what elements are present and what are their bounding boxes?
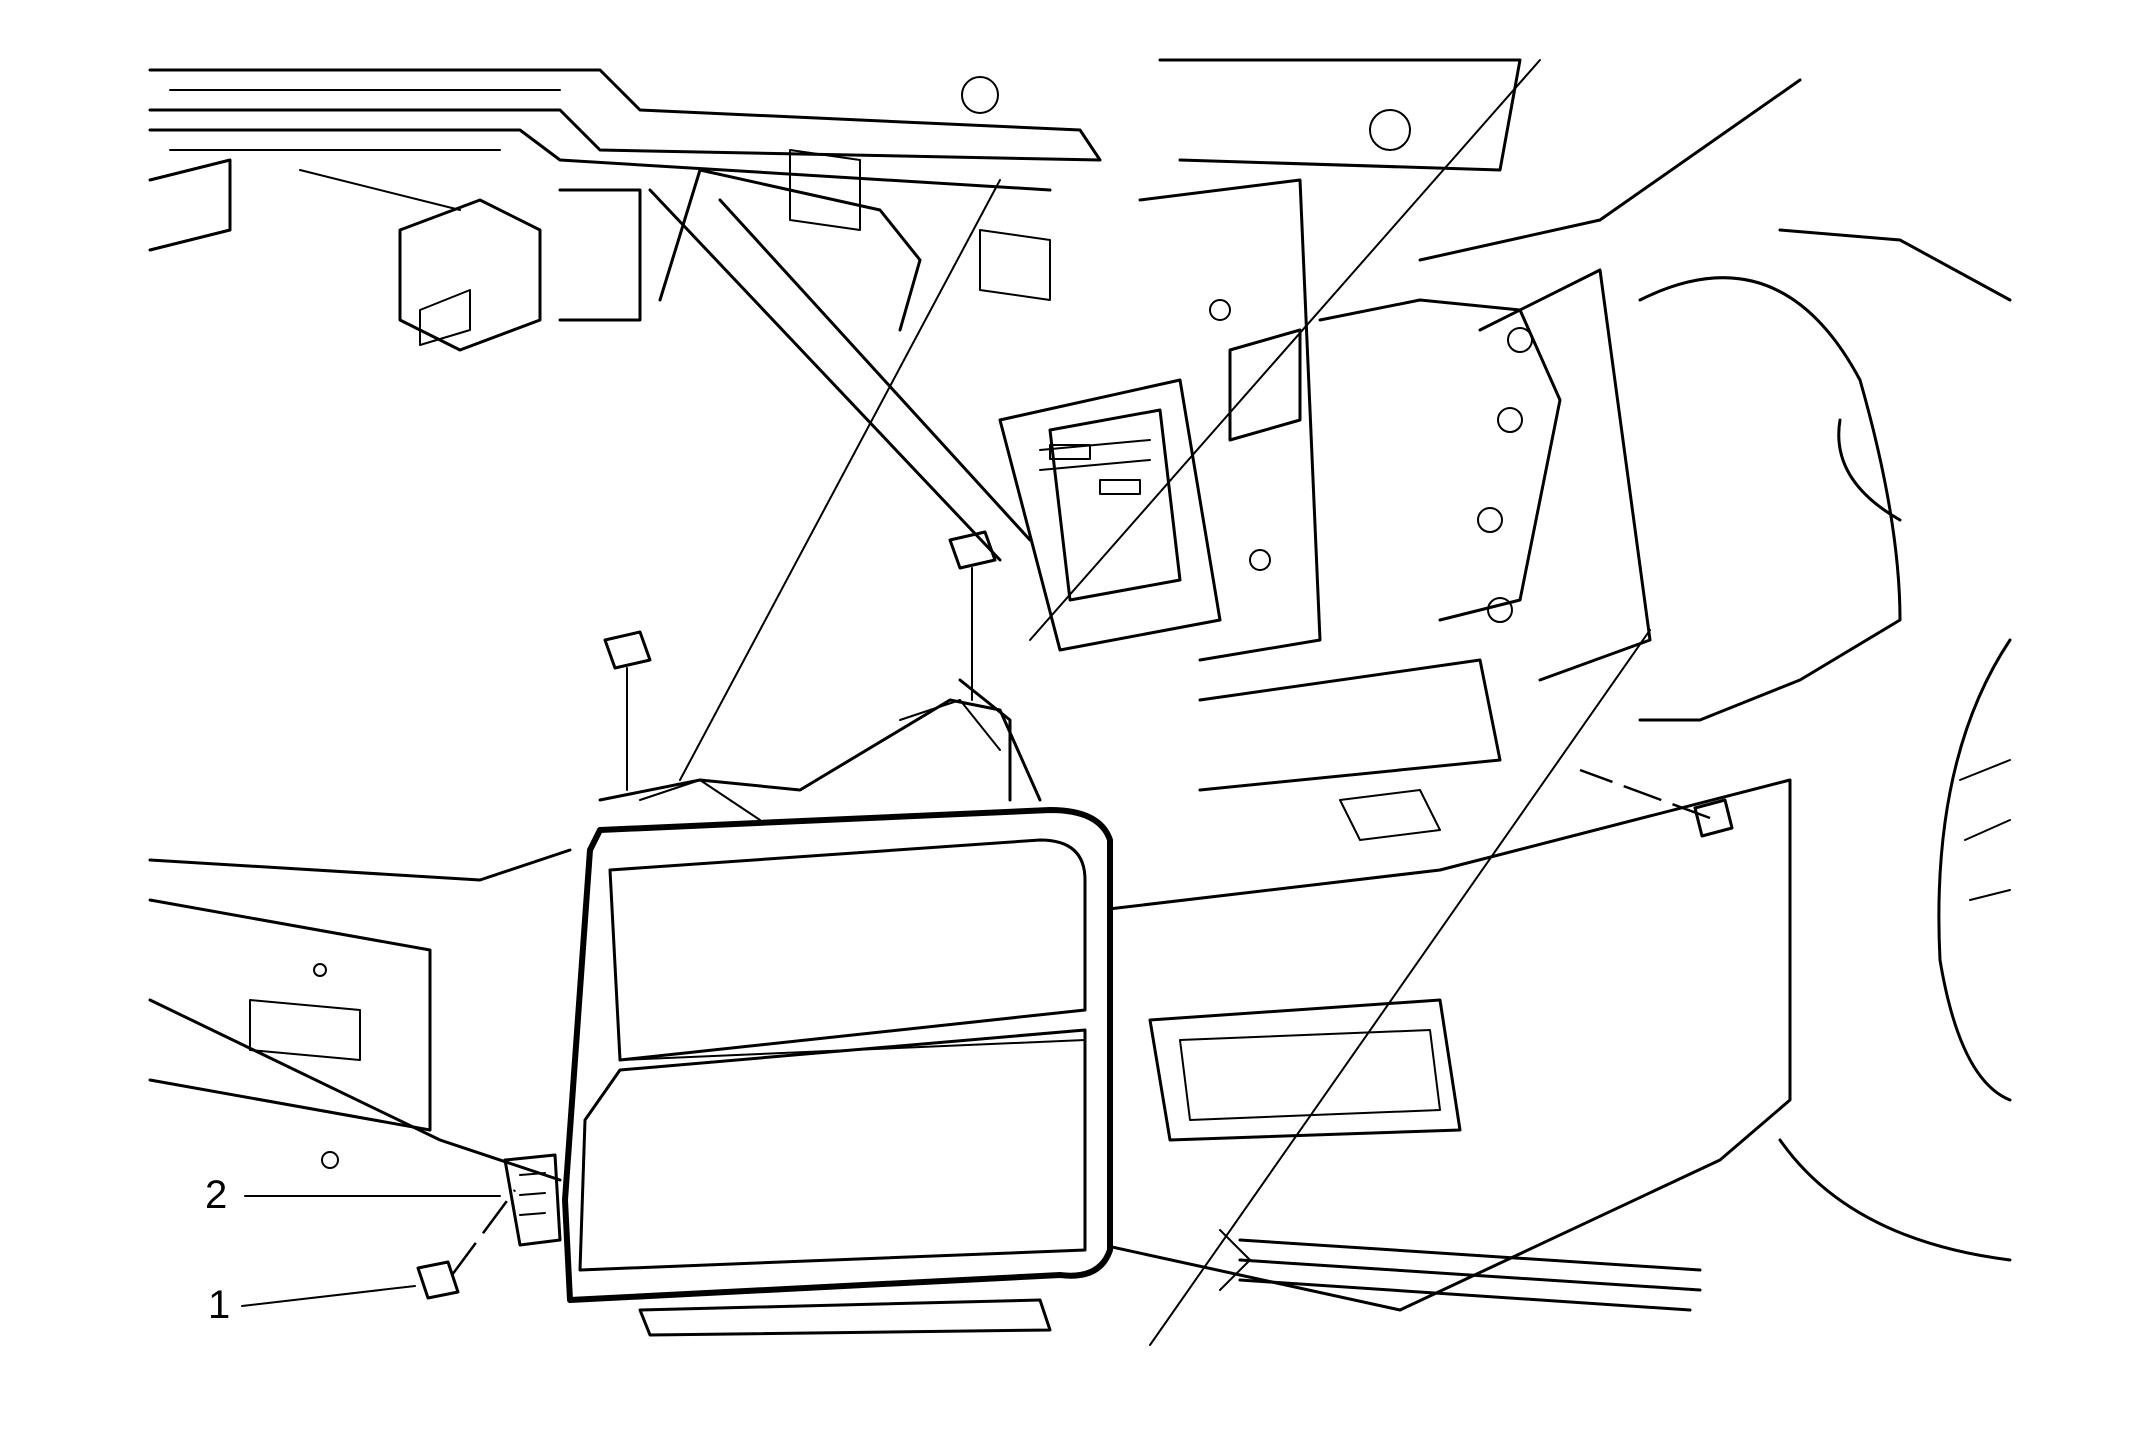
fender-inner-structure: [998, 178, 1652, 841]
headlamp-bracket: [503, 1153, 562, 1247]
callout-1-leader: [241, 1285, 416, 1307]
screw-install-path: [450, 1189, 517, 1276]
screw-icon: [416, 1260, 460, 1300]
callout-1: 1: [208, 1189, 517, 1327]
fender: [1418, 78, 2012, 1262]
front-bumper-fascia: [148, 778, 1792, 1312]
callout-2: 2: [205, 1173, 501, 1217]
callout-2-label: 2: [205, 1173, 227, 1217]
callout-1-label: 1: [208, 1283, 230, 1327]
radiator-support: [148, 58, 1522, 562]
upper-fasteners: [603, 530, 1734, 838]
guide-lines: [679, 59, 1651, 1346]
headlamp-assembly: [503, 678, 1113, 1337]
